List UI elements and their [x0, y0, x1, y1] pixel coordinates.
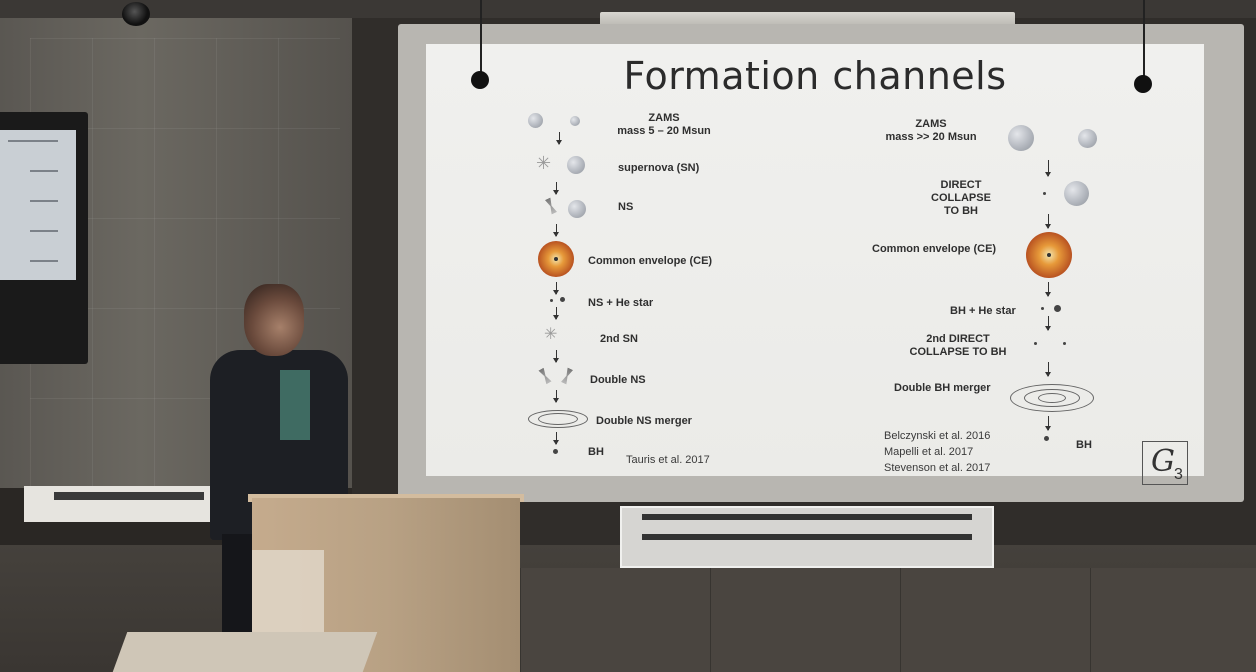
side-monitor-screen: [0, 130, 76, 392]
right-citation-2: Mapelli et al. 2017: [884, 446, 974, 458]
double-ns-icon-a: [538, 368, 551, 385]
slide-logo: G: [1142, 441, 1188, 485]
black-hole-dot: [1063, 342, 1066, 345]
common-envelope-icon: [1026, 232, 1072, 278]
presenter-head: [244, 284, 304, 356]
arrow-down-icon: [1045, 362, 1051, 377]
projected-slide: Formation channels ZAMS mass 5 – 20 Msun…: [426, 44, 1204, 485]
side-monitor: [0, 112, 88, 364]
he-star-dot: [1054, 305, 1061, 312]
right-label-zams: ZAMS mass >> 20 Msun: [885, 118, 977, 143]
black-hole-dot: [1044, 436, 1049, 441]
arrow-down-icon: [556, 132, 562, 145]
companion-star: [568, 200, 586, 218]
arrow-down-icon: [1045, 214, 1051, 229]
companion-star: [567, 156, 585, 174]
left-label-supernova: supernova (SN): [618, 162, 700, 174]
monitor-text-line: [30, 200, 58, 202]
he-star-dot: [560, 297, 565, 302]
left-label-ns-merger: Double NS merger: [596, 415, 692, 427]
mic-cable-right: [1143, 0, 1145, 76]
left-citation: Tauris et al. 2017: [626, 454, 710, 466]
vent-slot: [642, 534, 972, 540]
slide-logo-glyph: G: [1151, 444, 1175, 479]
ns-merger-rings-icon: [528, 410, 588, 428]
common-envelope-icon: [538, 241, 574, 277]
arrow-down-icon: [553, 224, 559, 237]
arrow-down-icon: [1045, 282, 1051, 297]
zams-star-large: [528, 113, 543, 128]
hanging-mic-right-icon: [1134, 75, 1152, 93]
desk: [112, 632, 378, 672]
monitor-text-line: [30, 260, 58, 262]
lower-window: [24, 486, 224, 522]
hanging-mic-left-icon: [471, 71, 489, 89]
monitor-text-line: [30, 230, 58, 232]
wall-vent: [620, 506, 994, 568]
black-hole-dot: [1041, 307, 1044, 310]
right-label-bh-merger: Double BH merger: [894, 382, 991, 394]
right-label-direct-collapse: DIRECT COLLAPSE TO BH: [931, 179, 991, 217]
left-label-zams: ZAMS mass 5 – 20 Msun: [617, 112, 711, 137]
arrow-down-icon: [1045, 316, 1051, 331]
arrow-down-icon: [553, 432, 559, 445]
left-label-ns: NS: [618, 201, 634, 213]
double-ns-icon-b: [561, 367, 573, 384]
black-hole-dot: [1034, 342, 1037, 345]
neutron-star-icon: [545, 197, 557, 214]
zams-massive-star: [1008, 125, 1034, 151]
left-label-bh: BH: [588, 446, 604, 458]
supernova-burst-icon: ✳: [536, 153, 552, 173]
window-slot: [54, 492, 204, 500]
left-label-ns-he: NS + He star: [588, 297, 654, 309]
presenter-shirt: [280, 370, 310, 440]
zams-companion-star: [1078, 129, 1097, 148]
right-label-bh: BH: [1076, 439, 1092, 451]
left-label-ce: Common envelope (CE): [588, 255, 713, 267]
bh-merger-rings-icon: [1038, 393, 1066, 403]
monitor-text-line: [30, 170, 58, 172]
monitor-text-line: [8, 140, 58, 142]
arrow-down-icon: [553, 350, 559, 363]
mic-cable-left: [480, 0, 482, 72]
right-label-bh-he: BH + He star: [950, 305, 1016, 317]
neutron-star-dot: [550, 299, 553, 302]
zams-star-small: [570, 116, 580, 126]
black-hole-dot: [553, 449, 558, 454]
left-label-double-ns: Double NS: [590, 374, 646, 386]
right-label-2nd-collapse: 2nd DIRECT COLLAPSE TO BH: [909, 333, 1007, 358]
arrow-down-icon: [1045, 160, 1051, 177]
arrow-down-icon: [1045, 416, 1051, 431]
second-supernova-icon: ✳: [544, 326, 558, 343]
lower-wall-panels: [520, 568, 1256, 672]
bh-merger-rings-icon: [1010, 384, 1094, 412]
vent-slot: [642, 514, 972, 520]
right-citation-3: Stevenson et al. 2017: [884, 462, 991, 474]
left-label-2nd-sn: 2nd SN: [600, 333, 638, 345]
arrow-down-icon: [553, 390, 559, 403]
arrow-down-icon: [553, 182, 559, 195]
side-monitor-display: [0, 130, 76, 280]
bh-merger-rings-icon: [1024, 389, 1080, 407]
right-citation-1: Belczynski et al. 2016: [884, 430, 991, 442]
arrow-down-icon: [553, 282, 559, 295]
podium-sign: [252, 550, 324, 640]
companion-star: [1064, 181, 1089, 206]
right-label-ce: Common envelope (CE): [872, 243, 997, 255]
security-camera: [122, 2, 150, 26]
slide-title: Formation channels: [623, 54, 1007, 98]
arrow-down-icon: [553, 307, 559, 320]
slide-page-number: 3: [1174, 466, 1183, 483]
black-hole-dot: [1043, 192, 1046, 195]
ns-merger-rings-icon: [538, 413, 578, 425]
